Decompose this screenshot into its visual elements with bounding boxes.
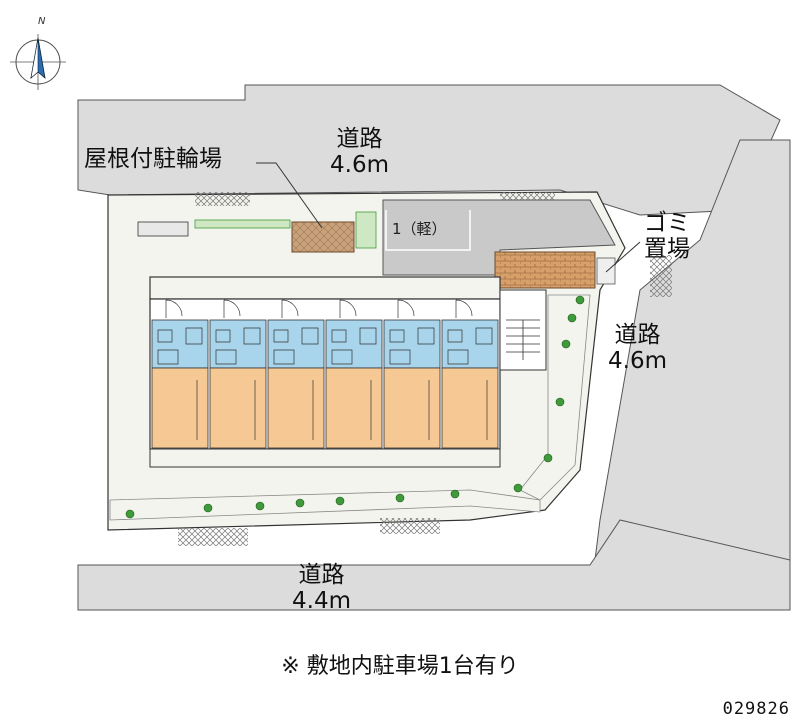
compass-north-letter: N — [38, 16, 46, 27]
hedge-north — [194, 219, 291, 229]
shrub-icon — [450, 489, 460, 499]
utility-box — [137, 221, 189, 237]
garbage-area-label: ゴミ 置場 — [644, 210, 690, 263]
plan-id: 029826 — [722, 699, 790, 719]
garbage-area-line1: ゴミ — [644, 210, 690, 236]
road-east-width: 4.6m — [608, 348, 667, 375]
shrub-icon — [567, 313, 577, 323]
hedge-bike — [355, 211, 377, 249]
shrub-icon — [395, 493, 405, 503]
apartment-unit — [325, 299, 383, 449]
road-south-label: 道路 4.4m — [292, 562, 351, 615]
curb-cut — [380, 518, 440, 534]
bicycle-roof — [291, 221, 355, 253]
shrub-icon — [513, 483, 523, 493]
road-north-width: 4.6m — [330, 152, 389, 179]
road-south-name: 道路 — [298, 562, 345, 588]
shrub-icon — [255, 501, 265, 511]
apartment-unit — [151, 299, 209, 449]
curb-cut — [178, 528, 248, 546]
apartment-unit — [383, 299, 441, 449]
apartment-unit — [441, 299, 499, 449]
parking-space-label: 1（軽） — [392, 220, 447, 238]
road-south-width: 4.4m — [292, 588, 351, 615]
compass-rose-icon — [10, 34, 66, 90]
shrub-icon — [543, 453, 553, 463]
curb-cut — [195, 192, 250, 206]
garbage-area-line2: 置場 — [644, 236, 690, 263]
shrub-icon — [295, 498, 305, 508]
shrub-icon — [561, 339, 571, 349]
shrub-icon — [203, 503, 213, 513]
shrub-icon — [555, 397, 565, 407]
hedge-south — [109, 489, 541, 521]
road-east-label: 道路 4.6m — [608, 322, 667, 375]
parking-note: ※ 敷地内駐車場1台有り — [281, 654, 519, 679]
bicycle-parking-label: 屋根付駐輪場 — [84, 146, 222, 172]
apartment-building — [149, 276, 547, 468]
shrub-icon — [125, 509, 135, 519]
road-east-name: 道路 — [614, 322, 661, 348]
garbage-box — [596, 257, 616, 285]
curb-cut — [650, 255, 672, 297]
shrub-icon — [575, 295, 585, 305]
parking-area — [382, 199, 616, 276]
road-north-label: 道路 4.6m — [330, 126, 389, 179]
apartment-unit — [267, 299, 325, 449]
road-north-name: 道路 — [336, 126, 383, 152]
garbage-shed — [494, 251, 596, 289]
road-south — [77, 519, 791, 611]
parking-space-line — [385, 210, 471, 251]
shrub-icon — [335, 496, 345, 506]
apartment-unit — [209, 299, 267, 449]
